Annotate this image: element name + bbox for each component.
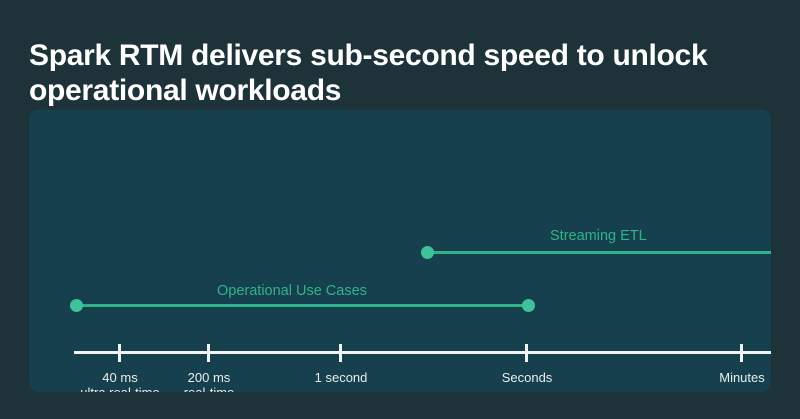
series-line-operational-use-cases <box>79 304 529 307</box>
axis-tick-minutes <box>740 344 743 362</box>
axis-label-minutes-main: Minutes <box>719 370 765 385</box>
axis-label-1second-main: 1 second <box>314 370 368 385</box>
axis-label-1second: 1 second <box>315 370 368 385</box>
timeline-panel: Streaming ETL Operational Use Cases 40 m… <box>29 110 771 392</box>
axis-tick-seconds <box>525 344 528 362</box>
axis-label-minutes: Minutes <box>719 370 765 385</box>
axis-tick-1second <box>339 344 342 362</box>
series-start-dot-streaming-etl <box>421 246 434 259</box>
axis-label-200ms-main: 200 ms <box>187 370 231 385</box>
axis-label-seconds-main: Seconds <box>501 370 553 385</box>
axis-line <box>74 351 771 354</box>
series-line-streaming-etl <box>432 251 771 254</box>
axis-label-200ms-sub: real-time <box>184 385 235 392</box>
series-end-dot-operational-use-cases <box>522 299 535 312</box>
axis-label-40ms-sub: ultra real-time <box>80 385 159 392</box>
axis-tick-40ms <box>118 344 121 362</box>
axis-label-40ms-main: 40 ms <box>102 370 138 385</box>
page-title: Spark RTM delivers sub-second speed to u… <box>29 39 708 108</box>
axis-tick-200ms <box>207 344 210 362</box>
axis-label-200ms: 200 ms real-time <box>184 370 235 392</box>
series-label-operational-use-cases: Operational Use Cases <box>217 283 367 299</box>
axis-label-40ms: 40 ms ultra real-time <box>80 370 159 392</box>
series-label-streaming-etl: Streaming ETL <box>550 228 647 244</box>
series-start-dot-operational-use-cases <box>70 299 83 312</box>
axis-label-seconds: Seconds <box>502 370 553 385</box>
